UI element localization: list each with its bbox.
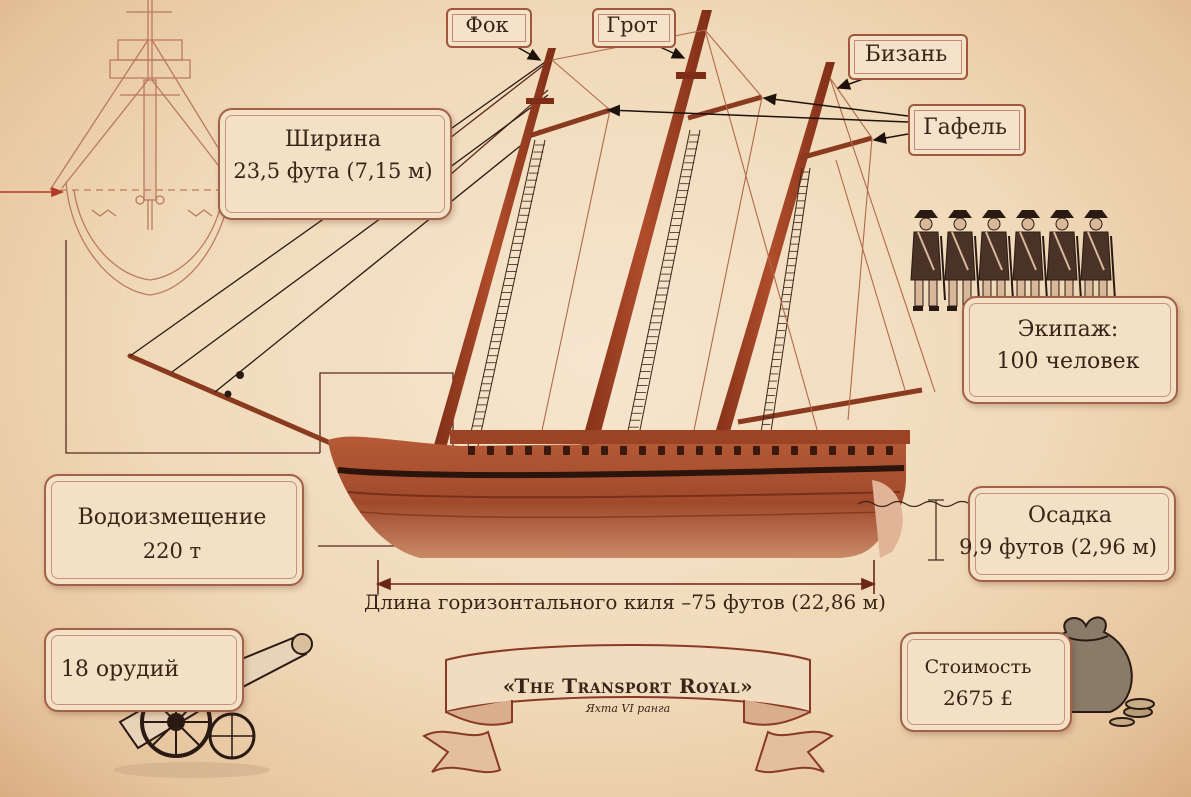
cost-title: Стоимость [924,656,1032,678]
hull-cross-section-sketch [49,0,245,296]
grot-label: Грот [606,13,658,37]
hull [328,430,910,558]
displacement-title: Водоизмещение [77,505,267,530]
guns-panel [44,628,244,712]
crew-panel [962,296,1178,404]
gafel-tag [908,104,1026,156]
banner-ribbon [422,644,834,774]
width-panel [218,108,452,220]
fok-label: Фок [465,13,509,37]
displacement-panel [44,474,304,586]
fore-mast [432,48,611,452]
displacement-value: 220 т [142,539,202,563]
mizzen-mast [707,62,923,460]
grot-tag [592,8,676,48]
crew-figure [910,210,946,311]
crew-figure [1080,210,1116,311]
banner-subtitle: Яхта VI ранга [585,702,671,715]
crew-value: 100 человек [996,349,1140,374]
draft-marker [857,499,971,561]
keel-length-label: Длина горизонтального киля –75 футов (22… [364,590,886,614]
gafel-label: Гафель [923,115,1007,140]
bizan-tag [848,34,968,80]
cost-panel [900,632,1072,732]
width-title: Ширина [284,127,382,152]
bizan-label: Бизань [864,42,948,67]
main-mast [575,10,763,466]
fok-tag [446,8,532,48]
draft-panel [968,486,1176,582]
draft-title: Осадка [1028,503,1112,528]
cost-value: 2675 £ [943,686,1013,710]
crew-figure [978,210,1014,311]
guns-label: 18 орудий [60,657,180,682]
banner-title: «The Transport Royal» [502,674,754,698]
keel-length-arrow [375,560,877,594]
label-arrows [511,43,909,144]
width-value: 23,5 фута (7,15 м) [233,159,433,183]
draft-value: 9,9 футов (2,96 м) [959,535,1157,559]
crew-title: Экипаж: [1017,317,1119,342]
